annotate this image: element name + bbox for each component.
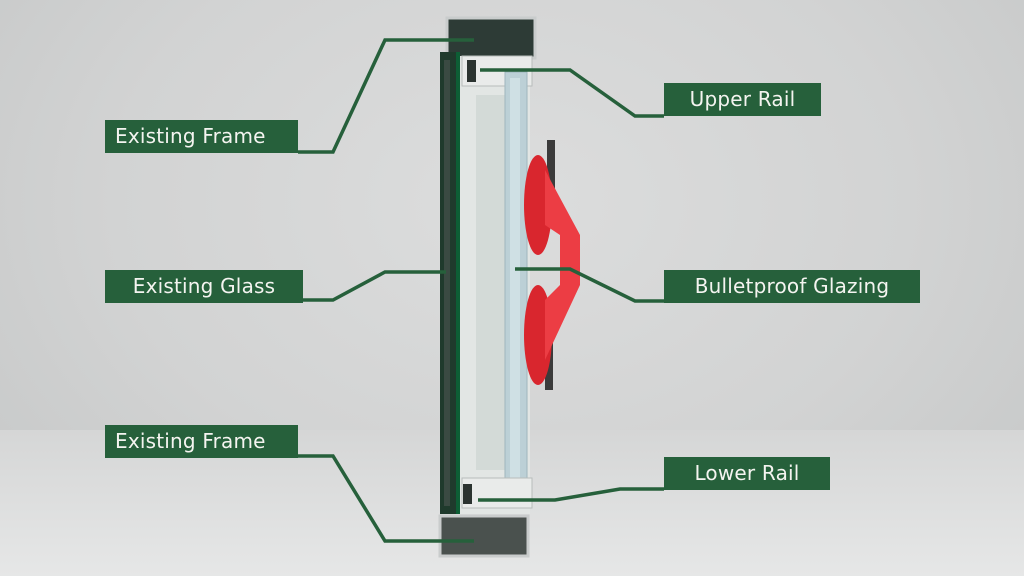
leader-existing-frame-top <box>298 38 474 154</box>
label-existing-frame-bottom: Existing Frame <box>105 425 298 458</box>
leader-existing-frame-bottom <box>298 454 474 543</box>
label-bulletproof-glazing: Bulletproof Glazing <box>664 270 920 303</box>
leader-existing-glass <box>303 270 446 302</box>
label-existing-frame-top: Existing Frame <box>105 120 298 153</box>
leader-lower-rail <box>478 487 664 502</box>
lower-rail-profile <box>461 477 533 509</box>
label-existing-glass: Existing Glass <box>105 270 303 303</box>
leader-upper-rail <box>480 68 664 118</box>
bottom-frame-profile <box>438 514 530 558</box>
top-frame-profile <box>445 16 537 60</box>
label-lower-rail: Lower Rail <box>664 457 830 490</box>
leader-bulletproof-glazing <box>515 267 664 303</box>
suction-cup-handle <box>524 140 580 390</box>
label-upper-rail: Upper Rail <box>664 83 821 116</box>
